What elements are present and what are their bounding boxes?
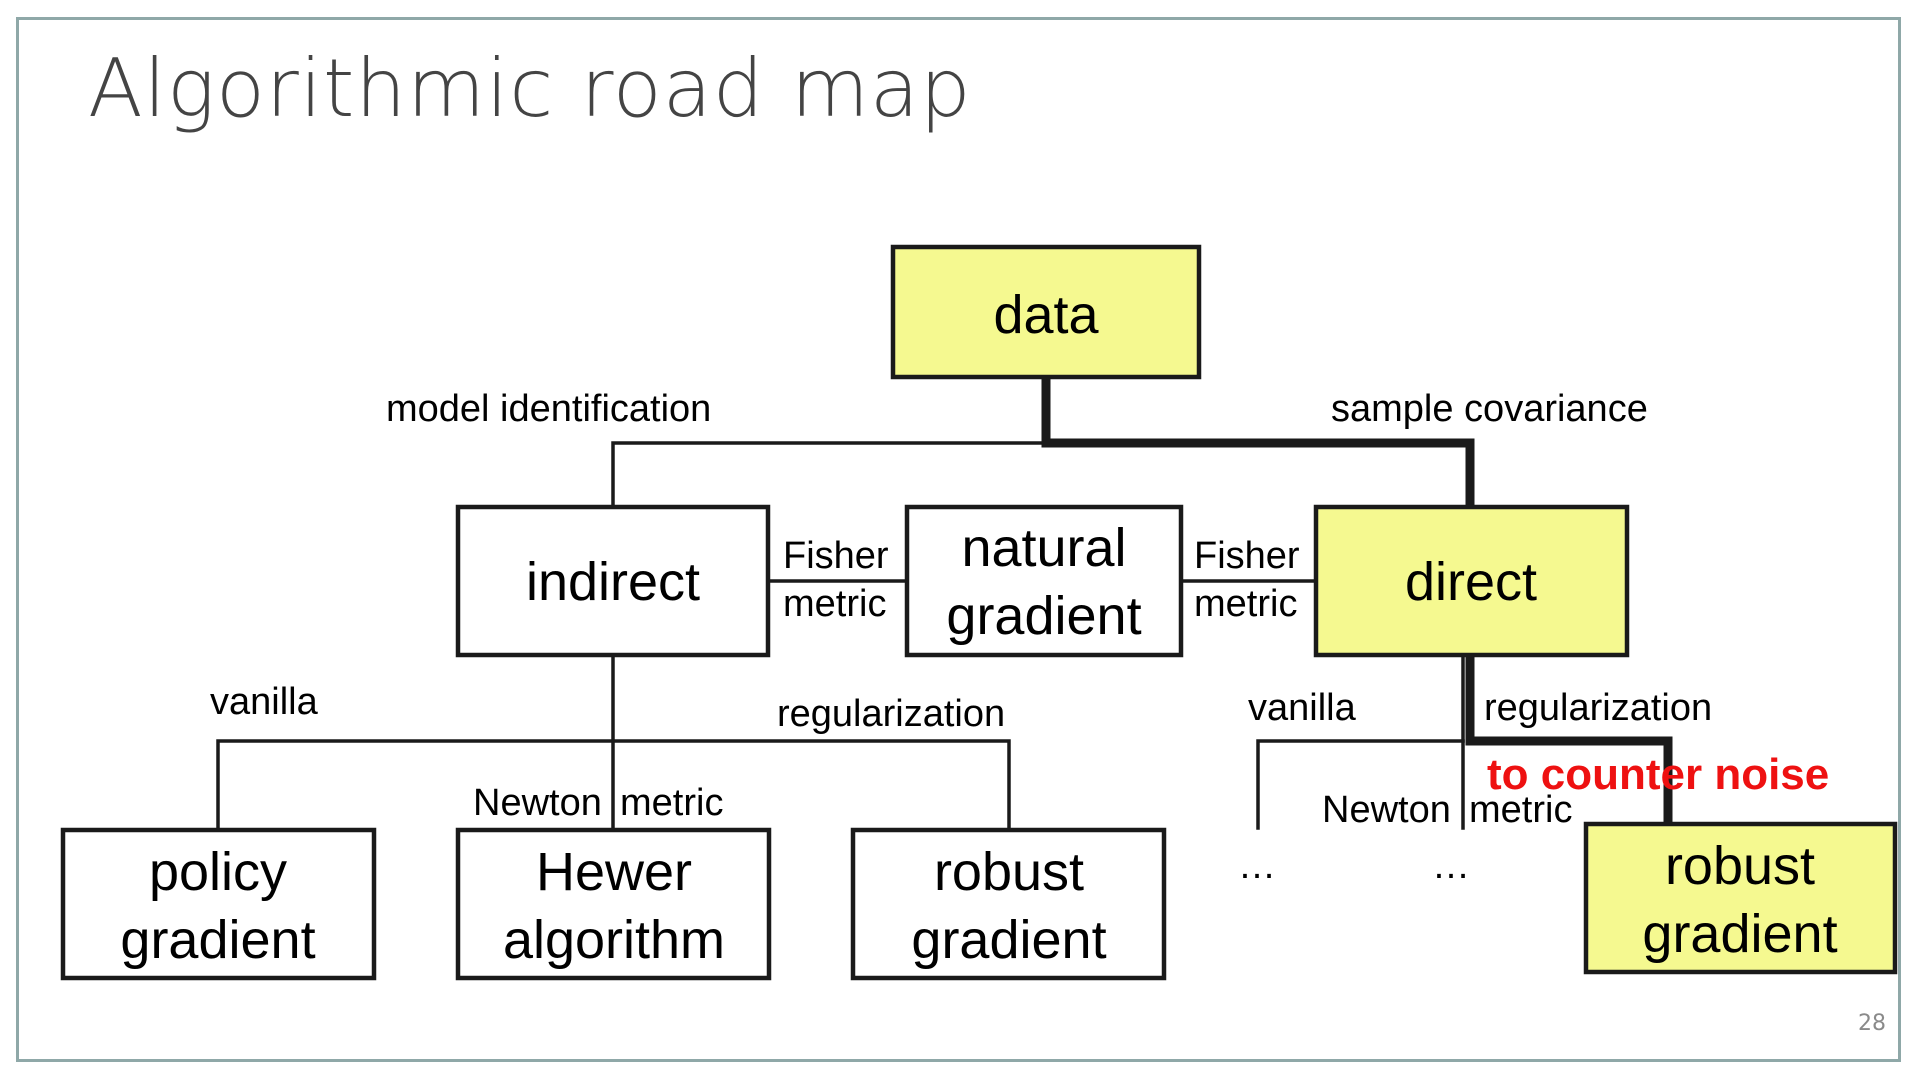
slide-frame [16,17,1901,1062]
page-title: Algorithmic road map [88,42,972,135]
label-newton-left: Newton [473,782,602,824]
node-indirect-box [455,504,771,658]
node-policy-gradient-box [60,827,377,981]
node-data-label: data [993,285,1099,345]
label-sample-covariance: sample covariance [1331,388,1648,430]
label-model-identification: model identification [386,388,711,430]
node-robust-gradient-right: robust gradient [1583,821,1898,975]
node-policy-gradient-line1: policy [149,842,287,902]
node-hewer-algorithm-line2: algorithm [503,910,725,970]
edge-direct-robust [1465,650,1673,827]
edge-labels: model identification sample covariance F… [210,388,1829,887]
node-natural-gradient-line2: gradient [946,586,1141,646]
node-natural-gradient-box [904,504,1184,658]
edge-data-indirect [611,441,1048,509]
label-regularization-left: regularization [777,693,1005,735]
edge-vanilla-left [216,739,1011,830]
node-hewer-algorithm-box [455,827,772,981]
edge-vanilla-right [1256,739,1465,830]
label-vanilla-right: vanilla [1248,687,1357,729]
label-metric-left: metric [620,782,723,824]
node-direct-box [1313,504,1630,658]
label-fisher-right-line2: metric [1194,583,1297,625]
label-newton-right: Newton [1322,789,1451,831]
label-ellipsis-a: … [1238,845,1276,887]
node-natural-gradient-line1: natural [961,518,1126,578]
node-data-box [890,244,1202,380]
label-fisher-right-line1: Fisher [1194,535,1300,577]
label-counter-noise: to counter noise [1487,750,1829,799]
label-metric-right: metric [1469,789,1572,831]
node-robust-gradient-right-line2: gradient [1642,904,1837,964]
node-robust-gradient-right-line1: robust [1665,836,1815,896]
label-ellipsis-b: … [1432,845,1470,887]
node-robust-gradient-left: robust gradient [850,827,1167,981]
node-robust-gradient-left-line2: gradient [911,910,1106,970]
node-policy-gradient: policy gradient [60,827,377,981]
node-data: data [890,244,1202,380]
edge-data-direct [1041,370,1475,512]
node-policy-gradient-line2: gradient [120,910,315,970]
node-indirect: indirect [455,504,771,658]
node-indirect-label: indirect [526,552,700,612]
node-robust-gradient-left-box [850,827,1167,981]
node-direct: direct [1313,504,1630,658]
label-regularization-right: regularization [1484,687,1712,729]
node-robust-gradient-right-box [1583,821,1898,975]
node-hewer-algorithm-line1: Hewer [536,842,692,902]
node-robust-gradient-left-line1: robust [934,842,1084,902]
node-hewer-algorithm: Hewer algorithm [455,827,772,981]
node-natural-gradient: natural gradient [904,504,1184,658]
connectors [216,370,1673,830]
label-fisher-left-line1: Fisher [783,535,889,577]
page-number: 28 [1858,1011,1886,1036]
label-vanilla-left: vanilla [210,681,319,723]
label-fisher-left-line2: metric [783,583,886,625]
node-direct-label: direct [1405,552,1537,612]
